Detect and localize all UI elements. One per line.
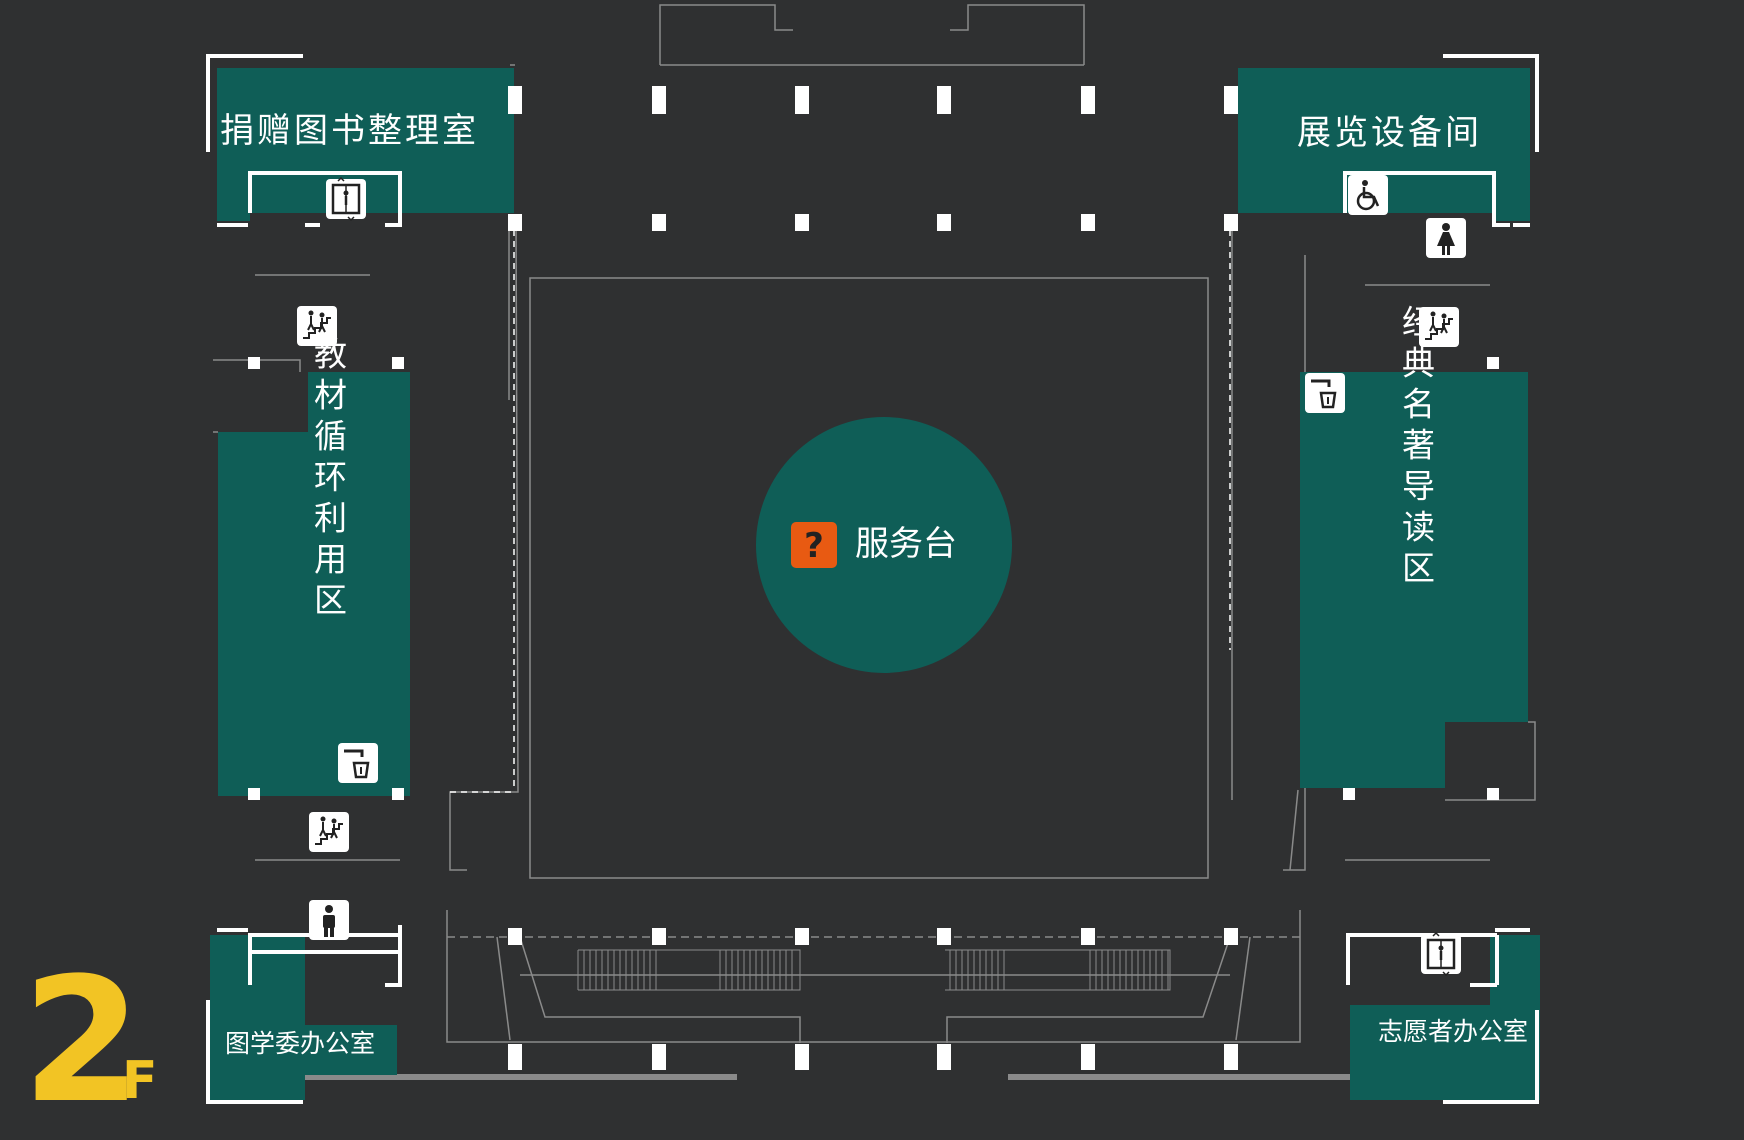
male-restroom-icon[interactable] bbox=[309, 900, 349, 940]
floor-suffix: F bbox=[122, 1051, 158, 1111]
rooms bbox=[210, 68, 1540, 1100]
service-desk-label: 服务台 bbox=[855, 524, 957, 564]
room-classic-reading[interactable] bbox=[1300, 372, 1528, 788]
wheelchair-icon[interactable] bbox=[1346, 173, 1390, 217]
elevator-icon[interactable] bbox=[1419, 931, 1463, 977]
floor-indicator: 2 F bbox=[22, 940, 158, 1140]
dashed-boundary bbox=[450, 230, 1231, 793]
walls bbox=[206, 54, 1539, 1104]
service-desk[interactable]: ? 服务台 bbox=[756, 417, 1012, 673]
elevator-icon[interactable] bbox=[324, 176, 368, 222]
stairs-icon[interactable] bbox=[1418, 306, 1460, 348]
label-donated-books: 捐赠图书整理室 bbox=[220, 111, 479, 151]
room-textbook-recycling[interactable] bbox=[218, 372, 410, 796]
building-outline bbox=[213, 4, 1536, 1043]
room-library-committee-office[interactable] bbox=[210, 935, 305, 1100]
label-volunteer-office: 志愿者办公室 bbox=[1378, 1017, 1528, 1046]
columns bbox=[248, 86, 1499, 1070]
floor-number: 2 bbox=[22, 940, 142, 1140]
stairs-icon[interactable] bbox=[296, 305, 338, 347]
female-restroom-icon[interactable] bbox=[1426, 218, 1466, 258]
label-exhibition-equipment: 展览设备间 bbox=[1297, 113, 1482, 153]
bottom-hatch bbox=[305, 1074, 1443, 1080]
svg-text:?: ? bbox=[804, 526, 824, 566]
water-dispenser-icon[interactable] bbox=[336, 741, 380, 785]
question-mark-icon: ? bbox=[791, 522, 837, 568]
room-volunteer-office[interactable] bbox=[1350, 1005, 1540, 1100]
water-dispenser-icon[interactable] bbox=[1303, 371, 1347, 415]
label-textbook-recycling: 教材循环利用区 bbox=[309, 337, 348, 624]
label-classic-reading: 经典名著导读区 bbox=[1397, 305, 1436, 592]
stair-treads bbox=[577, 949, 1171, 991]
stairs-icon[interactable] bbox=[308, 811, 350, 853]
label-library-committee-office: 图学委办公室 bbox=[225, 1029, 375, 1058]
